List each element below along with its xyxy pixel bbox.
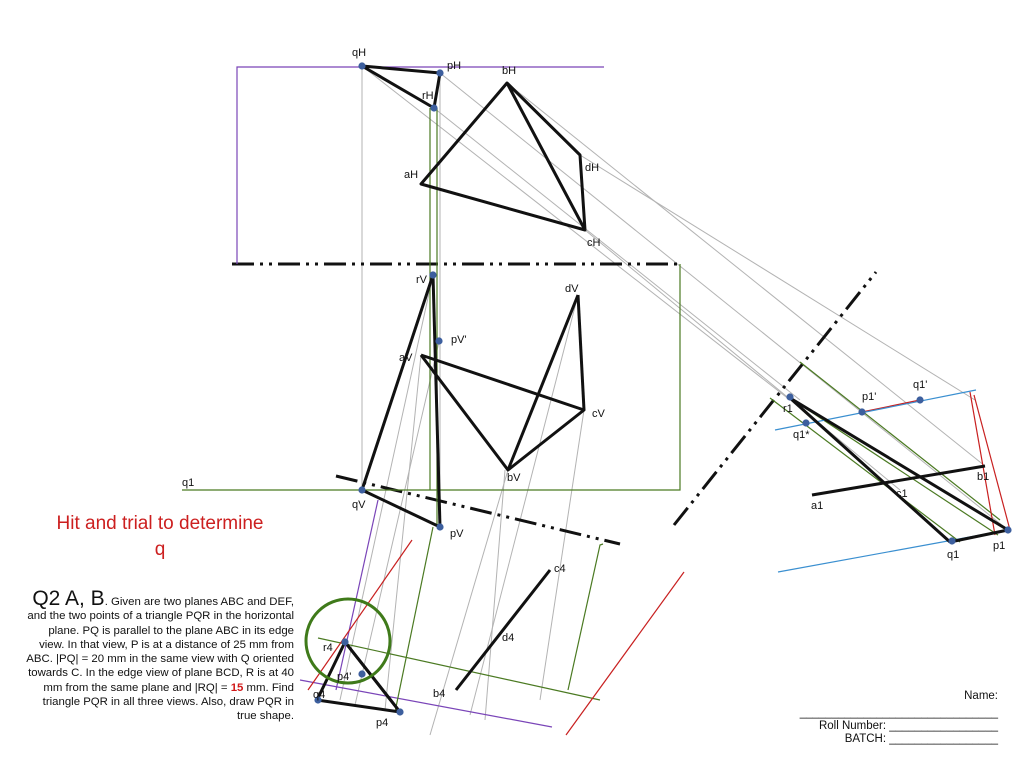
triangle-pqr-top xyxy=(360,64,442,110)
label-p4p: p4' xyxy=(337,671,351,683)
label-q1p: q1' xyxy=(913,379,927,391)
name-row: Name: xyxy=(770,690,998,703)
problem-text-2: mm. Find triangle PQR in all three views… xyxy=(42,681,294,723)
point-labels: qH pH rH bH aH dH cH rV dV pV' aV cV bV … xyxy=(182,47,1005,729)
points xyxy=(314,62,1012,716)
plane-edges xyxy=(315,64,1009,714)
label-cV: cV xyxy=(592,408,606,420)
heading-line-1: Hit and trial to determine xyxy=(56,513,264,534)
roll-row: Roll Number: _________________ xyxy=(770,720,998,733)
label-p1p: p1' xyxy=(862,391,876,403)
label-b4: b4 xyxy=(433,688,445,700)
label-q4: q4 xyxy=(313,689,325,701)
label-qH: qH xyxy=(352,47,366,59)
problem-number: Q2 A, B xyxy=(32,587,105,610)
label-rV: rV xyxy=(416,274,428,286)
label-p1: p1 xyxy=(993,540,1005,552)
purple-construction xyxy=(236,66,604,728)
student-info: Name: _______________________________ Ro… xyxy=(770,690,998,746)
plane-front-view xyxy=(419,353,586,472)
batch-blank[interactable]: _________________ xyxy=(889,733,998,745)
label-a1: a1 xyxy=(811,500,823,512)
red-construction xyxy=(307,391,1011,736)
problem-statement: Q2 A, B. Given are two planes ABC and DE… xyxy=(22,588,294,724)
label-c4: c4 xyxy=(554,563,566,575)
reference-line-aux-1 xyxy=(335,474,621,546)
label-b1: b1 xyxy=(977,471,989,483)
label-c1: c1 xyxy=(896,488,908,500)
construction-lines xyxy=(339,65,1009,736)
plane-top-view xyxy=(419,81,587,232)
label-bH: bH xyxy=(502,65,516,77)
label-dV: dV xyxy=(565,283,579,295)
label-r1: r1 xyxy=(783,403,793,415)
label-pVp: pV' xyxy=(451,334,467,346)
problem-highlight: 15 xyxy=(230,681,244,694)
heading: Hit and trial to determine q xyxy=(20,511,300,563)
batch-row: BATCH: _________________ xyxy=(770,733,998,746)
roll-blank[interactable]: _________________ xyxy=(889,720,998,732)
label-qV: qV xyxy=(352,499,366,511)
name-blank-row: _______________________________ xyxy=(770,707,998,720)
label-d4: d4 xyxy=(502,632,514,644)
green-construction xyxy=(182,108,1001,713)
label-pV: pV xyxy=(450,528,464,540)
label-aV: aV xyxy=(399,352,413,364)
label-q1-left: q1 xyxy=(182,477,194,489)
name-label: Name: xyxy=(964,690,998,702)
label-pH: pH xyxy=(447,60,461,72)
heading-line-2: q xyxy=(154,539,166,560)
label-dH: dH xyxy=(585,162,599,174)
name-blank[interactable]: _______________________________ xyxy=(799,707,998,719)
label-bV: bV xyxy=(507,472,521,484)
label-p4: p4 xyxy=(376,717,388,729)
solution-circle xyxy=(304,597,392,685)
problem-text-1: . Given are two planes ABC and DEF, and … xyxy=(26,596,294,694)
label-rH: rH xyxy=(422,90,434,102)
label-r4: r4 xyxy=(323,642,333,654)
label-q1s: q1* xyxy=(793,429,810,441)
reference-line-aux-2 xyxy=(672,271,878,526)
label-q1: q1 xyxy=(947,549,959,561)
label-cH: cH xyxy=(587,237,601,249)
plane-edge-view-aux xyxy=(454,569,552,691)
batch-label: BATCH: xyxy=(844,733,887,745)
roll-label: Roll Number: xyxy=(818,720,887,732)
label-aH: aH xyxy=(404,169,418,181)
